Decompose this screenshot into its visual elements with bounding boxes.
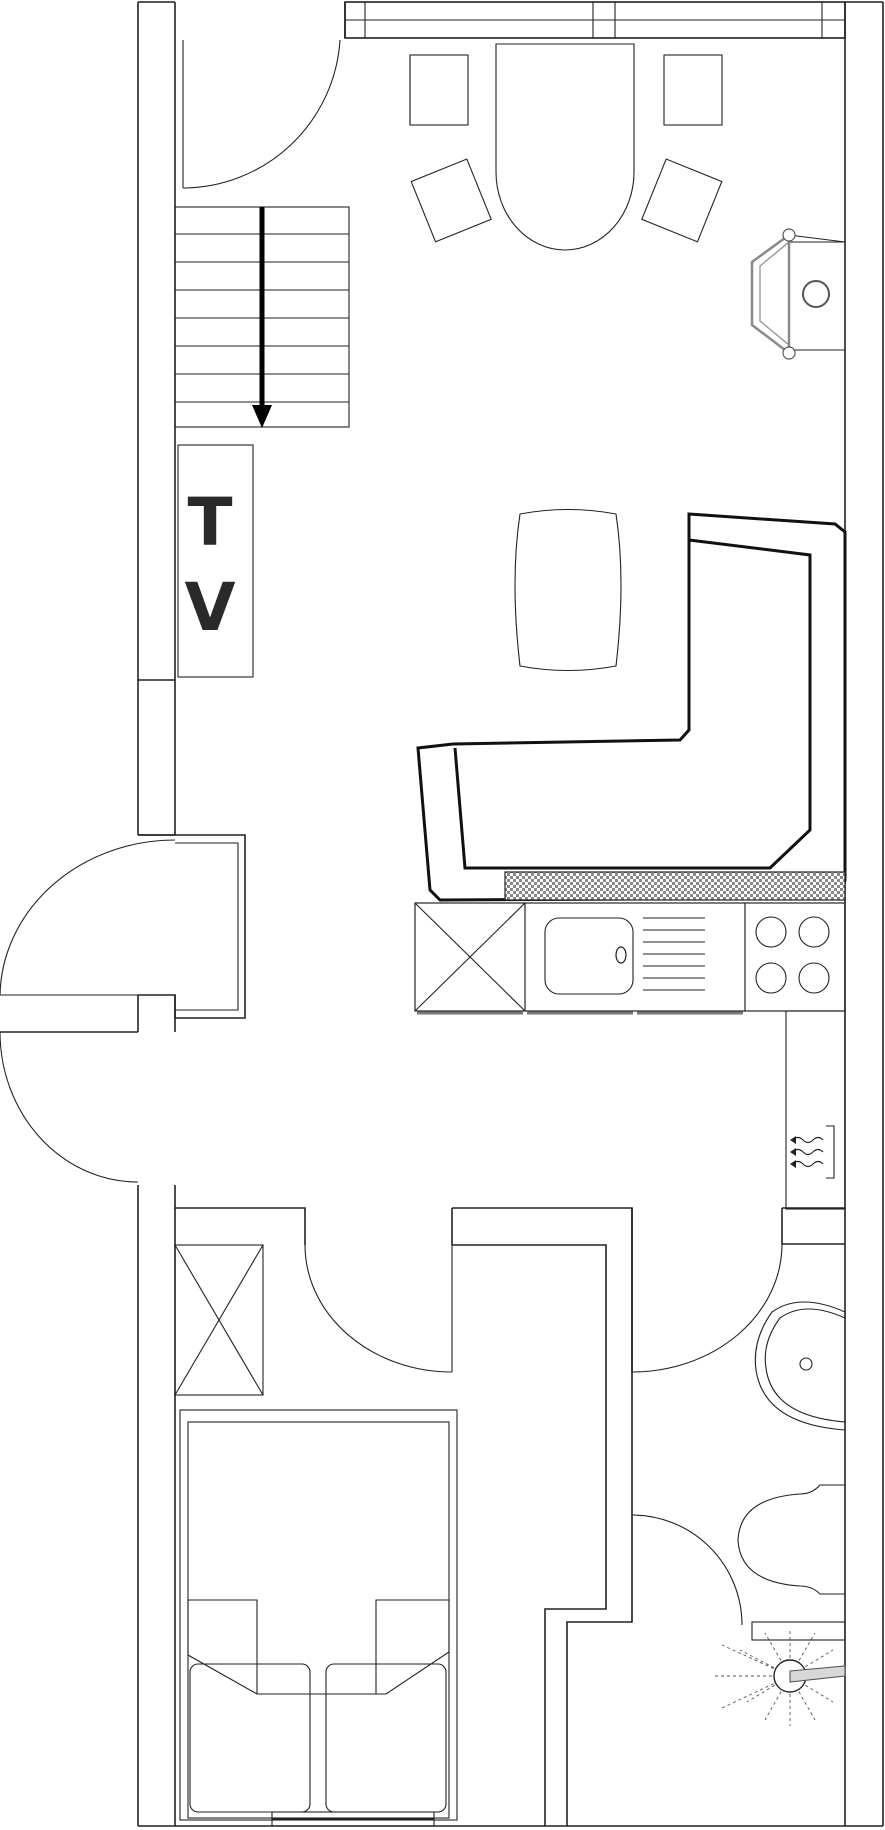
tv-label-top: T [187,484,232,561]
toilet [737,1484,845,1595]
coffee-table [514,508,622,672]
bedroom-walls [174,1185,633,1826]
l-shaped-sofa [416,512,847,902]
hob-burner-icon [798,962,830,994]
double-bed [179,1409,458,1821]
shower-door [631,1514,743,1626]
sink-drainboard [643,917,705,991]
door-top-left [182,39,341,189]
bottom-window [271,1811,435,1827]
wood-stove [750,228,846,360]
shower-head [712,1630,846,1726]
entrance-door-lower [0,1031,139,1183]
hob-burner-icon [798,916,830,948]
arrow-head-icon [252,405,272,428]
sink-drain-icon [615,946,627,964]
counter-top [504,871,846,901]
staircase [174,206,350,428]
hob-burner-icon [755,916,787,948]
entrance-door-upper [0,839,176,996]
pillow-right [325,1663,447,1813]
entrance-vestibule [0,834,246,1019]
washbasin [754,1301,846,1431]
sink-basin [544,917,634,995]
dining-table [495,43,635,251]
bathroom-door [631,1243,783,1373]
kitchen-counter [414,871,846,1015]
basin-drain-icon [799,1357,813,1371]
tv-label-bottom: V [184,569,235,646]
bedroom-door [304,1244,453,1373]
bathroom-walls [631,1207,845,1372]
stove-flue-icon [802,280,830,308]
dining-chairs [409,54,723,243]
top-window [344,1,846,39]
pillow-left [189,1663,311,1813]
wardrobe [174,1244,264,1396]
hob-burner-icon [755,962,787,994]
radiator [785,1010,846,1210]
tv-unit: T V [177,444,254,678]
heating-icon [792,1136,824,1144]
shower-screen [751,1621,846,1641]
